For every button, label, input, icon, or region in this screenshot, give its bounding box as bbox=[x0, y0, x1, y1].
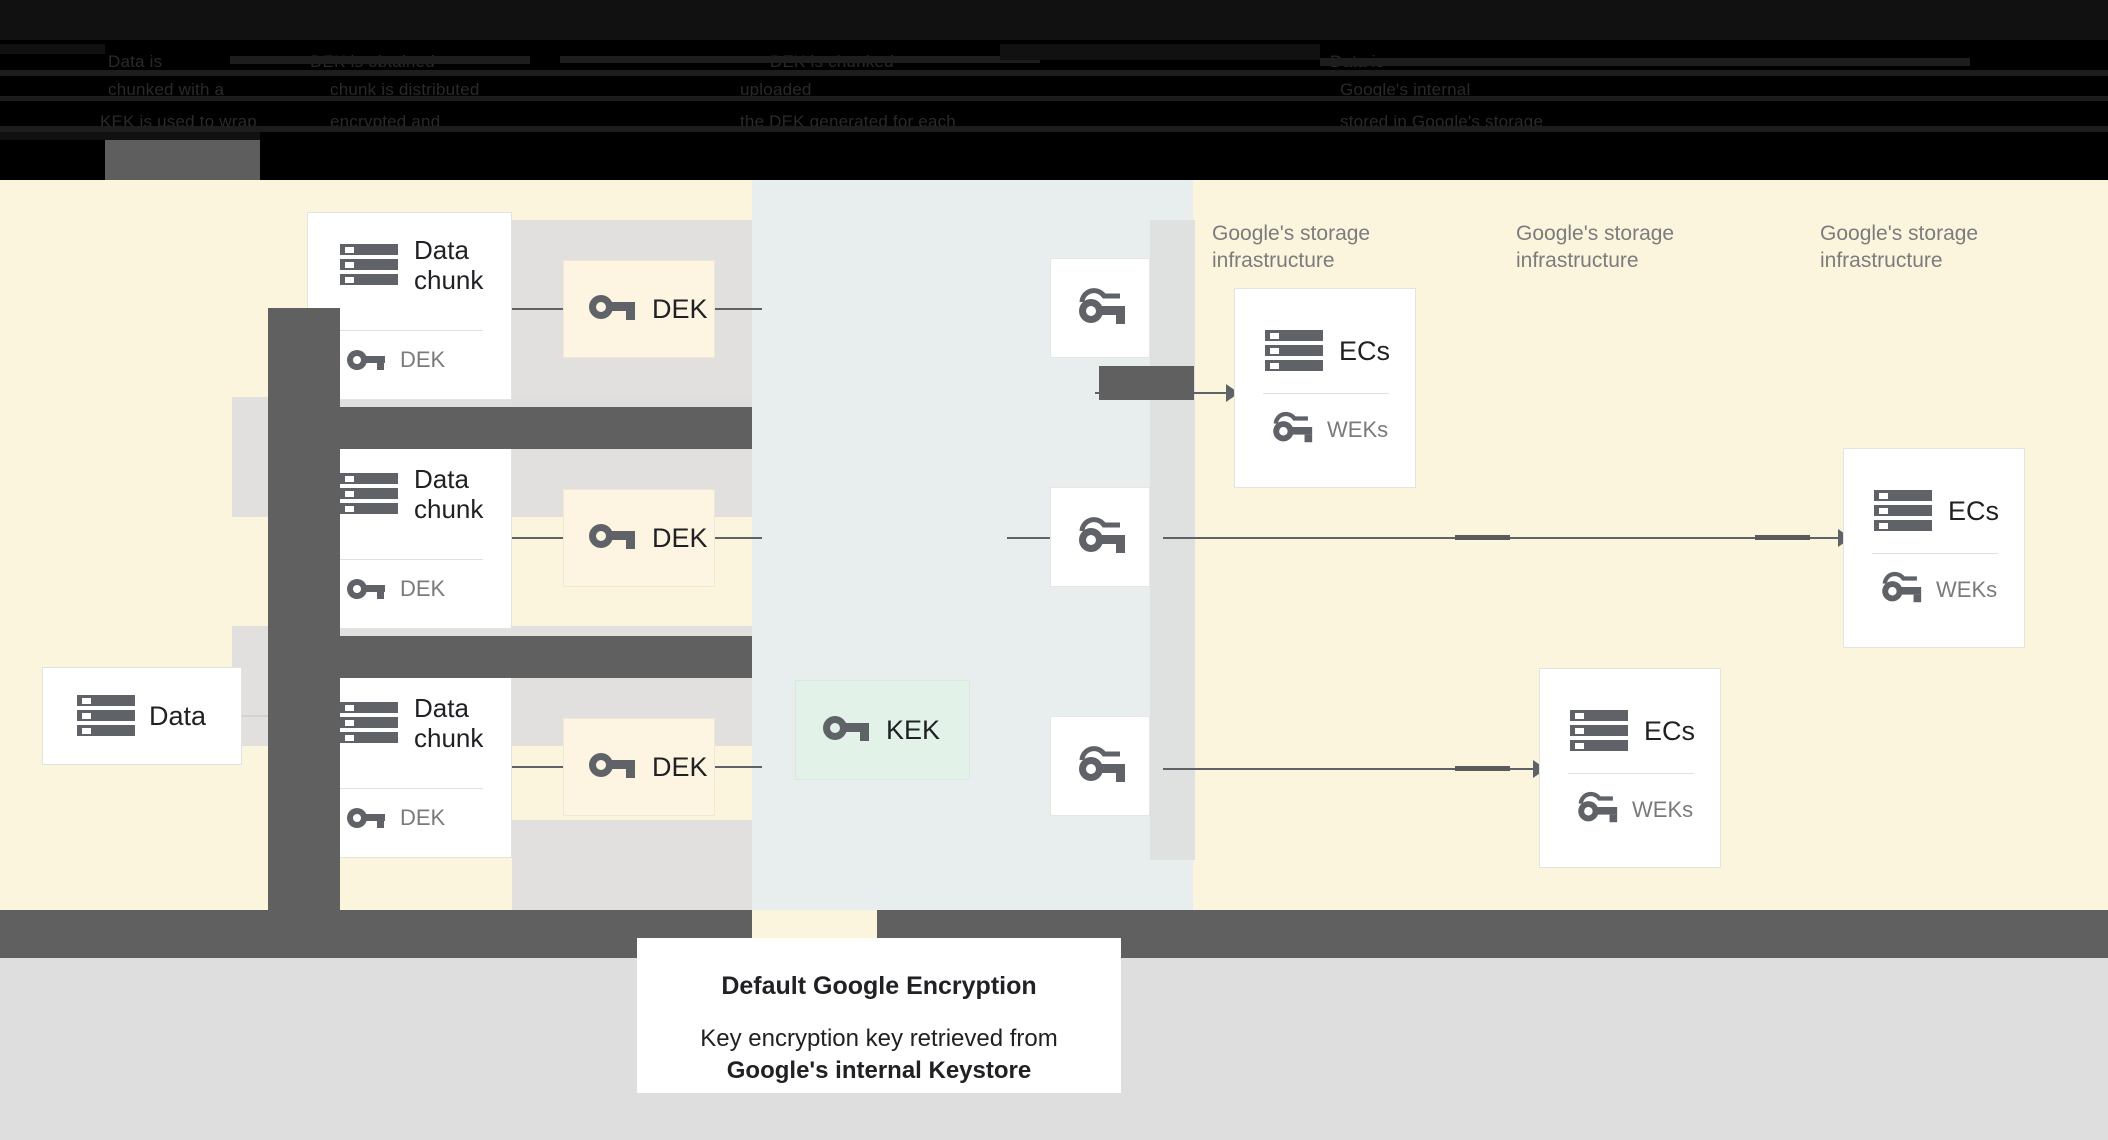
arrow-line-ec3 bbox=[1163, 768, 1538, 770]
server-icon bbox=[340, 243, 398, 287]
ec-card-1[interactable]: ECs WEKs bbox=[1234, 288, 1416, 488]
connector-chunk3-dek3 bbox=[512, 766, 564, 768]
dek-label: DEK bbox=[652, 522, 708, 553]
redaction-bar bbox=[1000, 44, 1320, 60]
ec-card-key-label: WEKs bbox=[1936, 576, 1998, 602]
caption-subtitle-line1: Key encryption key retrieved from bbox=[700, 1025, 1058, 1052]
arrow-segment-mark bbox=[1455, 766, 1510, 771]
ec-card-label: ECs bbox=[1948, 495, 2000, 526]
top-gray-notch bbox=[0, 140, 105, 180]
top-gray-notch bbox=[260, 140, 2108, 180]
server-icon bbox=[340, 701, 398, 745]
redaction-block bbox=[1099, 366, 1194, 400]
card-divider bbox=[338, 788, 483, 789]
server-icon bbox=[77, 694, 135, 738]
redaction-block bbox=[268, 308, 340, 940]
redaction-bar bbox=[0, 126, 2108, 132]
banner-text-6: uploaded bbox=[740, 80, 812, 99]
key-icon bbox=[822, 712, 870, 749]
redaction-bar bbox=[1320, 58, 1970, 66]
wrapped-key-icon bbox=[1574, 790, 1618, 829]
wrapped-key-icon bbox=[1074, 515, 1126, 560]
ec-card-label: ECs bbox=[1644, 715, 1696, 746]
wrapped-key-icon bbox=[1269, 410, 1313, 449]
storage-label-3: Google's storage infrastructure bbox=[1820, 222, 1979, 272]
server-icon bbox=[1570, 709, 1628, 753]
connector-dek2-wk2 bbox=[715, 537, 762, 539]
kek-label: KEK bbox=[886, 714, 941, 745]
key-icon bbox=[346, 347, 386, 373]
data-chunk-card-1[interactable]: Data chunk DEK bbox=[307, 212, 512, 400]
data-card-label: Data bbox=[149, 700, 207, 731]
ec-card-3[interactable]: ECs WEKs bbox=[1539, 668, 1721, 868]
data-card[interactable]: Data bbox=[42, 667, 242, 765]
key-icon bbox=[588, 749, 636, 786]
storage-label-1: Google's storage infrastructure bbox=[1212, 222, 1371, 272]
wrapped-key-icon bbox=[1074, 744, 1126, 789]
redaction-bar bbox=[0, 0, 2108, 40]
redaction-bar bbox=[560, 56, 1040, 63]
data-chunk-label: Data chunk bbox=[414, 235, 484, 295]
wrapped-key-box-1[interactable] bbox=[1050, 258, 1150, 358]
data-chunk-key-label: DEK bbox=[400, 347, 446, 372]
redaction-bar bbox=[0, 44, 105, 54]
arrow-segment-mark bbox=[1455, 535, 1510, 540]
dek-label: DEK bbox=[652, 751, 708, 782]
wrapped-key-icon bbox=[1074, 286, 1126, 331]
data-chunk-label: Data chunk bbox=[414, 464, 484, 524]
redaction-block bbox=[268, 636, 752, 678]
redaction-bar bbox=[230, 56, 530, 64]
server-icon bbox=[1874, 489, 1932, 533]
data-chunk-key-label: DEK bbox=[400, 805, 446, 830]
card-divider bbox=[1263, 393, 1389, 394]
key-icon bbox=[588, 291, 636, 328]
banner-text-5: chunk is distributed bbox=[330, 80, 480, 99]
connector-chunk2-dek2 bbox=[512, 537, 564, 539]
key-column-backdrop bbox=[1150, 220, 1195, 860]
dek-box-3[interactable]: DEK bbox=[563, 718, 715, 816]
server-icon bbox=[1265, 329, 1323, 373]
top-obscured-banner: Data is DEK is obtained DEK is chunked D… bbox=[0, 0, 2108, 180]
data-chunk-card-2[interactable]: Data chunk DEK bbox=[307, 441, 512, 629]
data-chunk-card-3[interactable]: Data chunk DEK bbox=[307, 670, 512, 858]
redaction-bar bbox=[0, 132, 260, 142]
ec-card-label: ECs bbox=[1339, 335, 1391, 366]
connector-dek1-wk1 bbox=[715, 308, 762, 310]
card-divider bbox=[1872, 553, 1998, 554]
diagram-canvas: Data Data chunk DEK bbox=[0, 180, 2108, 1010]
ec-card-key-label: WEKs bbox=[1327, 416, 1389, 442]
key-icon bbox=[346, 576, 386, 602]
wrapped-key-box-2[interactable] bbox=[1050, 487, 1150, 587]
ec-card-key-label: WEKs bbox=[1632, 796, 1694, 822]
key-icon bbox=[346, 805, 386, 831]
redaction-block bbox=[268, 407, 752, 449]
redaction-bar bbox=[0, 70, 2108, 76]
banner-text-7: Google's internal bbox=[1340, 80, 1471, 99]
banner-text-4: chunked with a bbox=[108, 80, 225, 99]
storage-label-2: Google's storage infrastructure bbox=[1516, 222, 1675, 272]
caption-box: Default Google Encryption Key encryption… bbox=[637, 938, 1121, 1093]
card-divider bbox=[338, 330, 483, 331]
kek-box[interactable]: KEK bbox=[795, 680, 970, 780]
server-icon bbox=[340, 472, 398, 516]
connector-dek3-wk3 bbox=[715, 766, 762, 768]
redaction-bar bbox=[0, 96, 2108, 101]
dek-box-2[interactable]: DEK bbox=[563, 489, 715, 587]
dek-label: DEK bbox=[652, 293, 708, 324]
banner-text-0: Data is bbox=[108, 52, 163, 71]
ec-card-2[interactable]: ECs WEKs bbox=[1843, 448, 2025, 648]
card-divider bbox=[1568, 773, 1694, 774]
data-chunk-key-label: DEK bbox=[400, 576, 446, 601]
caption-subtitle-line2: Google's internal Keystore bbox=[726, 1057, 1032, 1084]
key-icon bbox=[588, 520, 636, 557]
wrapped-key-icon bbox=[1878, 570, 1922, 609]
wrapped-key-box-3[interactable] bbox=[1050, 716, 1150, 816]
caption-title: Default Google Encryption bbox=[721, 972, 1037, 1000]
dek-box-1[interactable]: DEK bbox=[563, 260, 715, 358]
data-chunk-label: Data chunk bbox=[414, 693, 484, 753]
connector-kek-wk2 bbox=[1007, 537, 1052, 539]
arrow-segment-mark bbox=[1755, 535, 1810, 540]
connector-chunk1-dek1 bbox=[512, 308, 564, 310]
card-divider bbox=[338, 559, 483, 560]
